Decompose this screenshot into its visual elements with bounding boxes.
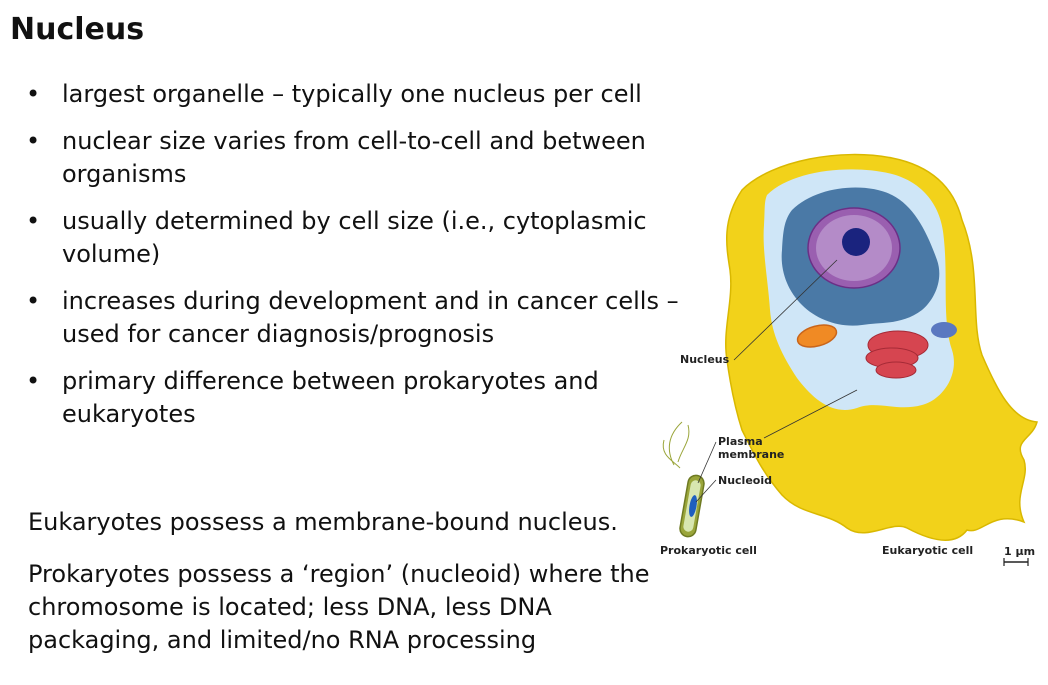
cell-comparison-figure: Nucleus Plasma membrane Nucleoid Prokary… — [660, 153, 1038, 566]
nucleolus — [842, 228, 870, 256]
bullet-marker: • — [26, 207, 41, 235]
label-scale: 1 μm — [1004, 545, 1035, 558]
bullet-item: • usually determined by cell size (i.e., … — [26, 205, 686, 271]
label-nucleus: Nucleus — [680, 353, 730, 366]
label-membrane: membrane — [718, 448, 784, 461]
nucleoid-pointer-line — [695, 479, 717, 503]
vesicle — [931, 322, 957, 338]
scale-bar — [1003, 558, 1029, 566]
bullet-marker: • — [26, 287, 41, 315]
label-plasma: Plasma — [718, 435, 763, 448]
label-eukaryotic-cell: Eukaryotic cell — [882, 544, 973, 557]
label-prokaryotic-cell: Prokaryotic cell — [660, 544, 757, 557]
bullet-text: nuclear size varies from cell-to-cell an… — [62, 127, 646, 188]
label-nucleoid: Nucleoid — [718, 474, 772, 487]
bullet-item: • increases during development and in can… — [26, 285, 686, 351]
slide-title: Nucleus — [10, 12, 145, 47]
bullet-text: primary difference between prokaryotes a… — [62, 367, 599, 428]
prokaryote-paragraph: Prokaryotes possess a ‘region’ (nucleoid… — [28, 560, 650, 654]
bullet-item: • largest organelle – typically one nucle… — [26, 78, 686, 111]
bullet-item: • nuclear size varies from cell-to-cell a… — [26, 125, 686, 191]
nucleus-pointer-line — [733, 259, 838, 361]
prokaryotic-cell — [662, 421, 705, 538]
bullet-marker: • — [26, 127, 41, 155]
bullet-list: • largest organelle – typically one nucle… — [26, 78, 686, 445]
bullet-item: • primary difference between prokaryotes … — [26, 365, 686, 431]
eukaryote-paragraph: Eukaryotes possess a membrane-bound nucl… — [28, 508, 618, 536]
plasma-membrane-prok-line — [697, 441, 717, 484]
bullet-text: usually determined by cell size (i.e., c… — [62, 207, 647, 268]
golgi-apparatus — [865, 330, 929, 379]
bullet-marker: • — [26, 367, 41, 395]
mitochondrion — [796, 324, 838, 348]
bullet-text: increases during development and in canc… — [62, 287, 679, 348]
bullet-text: largest organelle – typically one nucleu… — [62, 80, 642, 108]
plasma-membrane-pointer-line — [763, 389, 858, 439]
bullet-marker: • — [26, 80, 41, 108]
